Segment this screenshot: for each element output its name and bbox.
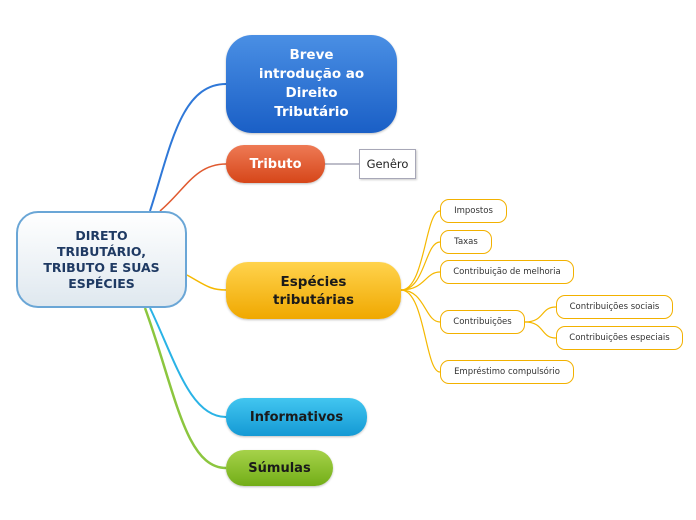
- connector-contribuicoes: [400, 289, 441, 323]
- topic-especies-label: Espécies tributárias: [272, 273, 354, 308]
- subtopic-sociais-label: Contribuições sociais: [569, 302, 660, 312]
- connector-taxas: [400, 241, 441, 291]
- connector-breve: [149, 83, 227, 212]
- subtopic-especiais-label: Contribuições especiais: [569, 333, 670, 343]
- connector-especies: [186, 274, 227, 291]
- connector-sumulas: [143, 307, 227, 470]
- topic-breve-label: Breve introdução ao Direito Tributário: [258, 47, 365, 120]
- subtopic-genero-label: Genêro: [366, 157, 409, 171]
- subtopic-genero[interactable]: Genêro: [359, 149, 416, 179]
- connector-contrib-melhoria: [400, 271, 441, 291]
- topic-sumulas[interactable]: Súmulas: [226, 450, 333, 486]
- subtopic-contribuicao-melhoria-label: Contribuição de melhoria: [453, 267, 561, 277]
- subtopic-contribuicao-melhoria[interactable]: Contribuição de melhoria: [440, 260, 574, 284]
- central-topic[interactable]: DIRETO TRIBUTÁRIO, TRIBUTO E SUAS ESPÉCI…: [16, 211, 187, 308]
- connector-informativos: [149, 307, 227, 418]
- topic-informativos[interactable]: Informativos: [226, 398, 367, 436]
- subtopic-contribuicoes[interactable]: Contribuições: [440, 310, 525, 334]
- subtopic-contribuicoes-sociais[interactable]: Contribuições sociais: [556, 295, 673, 319]
- connector-tributo: [159, 163, 227, 212]
- subtopic-contribuicoes-especiais[interactable]: Contribuições especiais: [556, 326, 683, 350]
- subtopic-emprestimo-compulsorio[interactable]: Empréstimo compulsório: [440, 360, 574, 384]
- topic-informativos-label: Informativos: [249, 409, 344, 425]
- topic-breve-introducao[interactable]: Breve introdução ao Direito Tributário: [226, 35, 397, 133]
- subtopic-impostos-label: Impostos: [454, 206, 493, 216]
- connector-impostos: [400, 210, 441, 291]
- topic-sumulas-label: Súmulas: [248, 460, 311, 476]
- central-topic-label: DIRETO TRIBUTÁRIO, TRIBUTO E SUAS ESPÉCI…: [43, 227, 160, 291]
- subtopic-taxas[interactable]: Taxas: [440, 230, 492, 254]
- subtopic-emprestimo-label: Empréstimo compulsório: [454, 367, 560, 377]
- subtopic-impostos[interactable]: Impostos: [440, 199, 507, 223]
- topic-tributo[interactable]: Tributo: [226, 145, 325, 183]
- connector-sociais: [524, 306, 557, 323]
- subtopic-taxas-label: Taxas: [454, 237, 478, 247]
- connector-emprestimo: [400, 289, 441, 373]
- connector-especiais: [524, 321, 557, 339]
- topic-tributo-label: Tributo: [249, 156, 302, 172]
- topic-especies-tributarias[interactable]: Espécies tributárias: [226, 262, 401, 319]
- subtopic-contribuicoes-label: Contribuições: [453, 317, 512, 327]
